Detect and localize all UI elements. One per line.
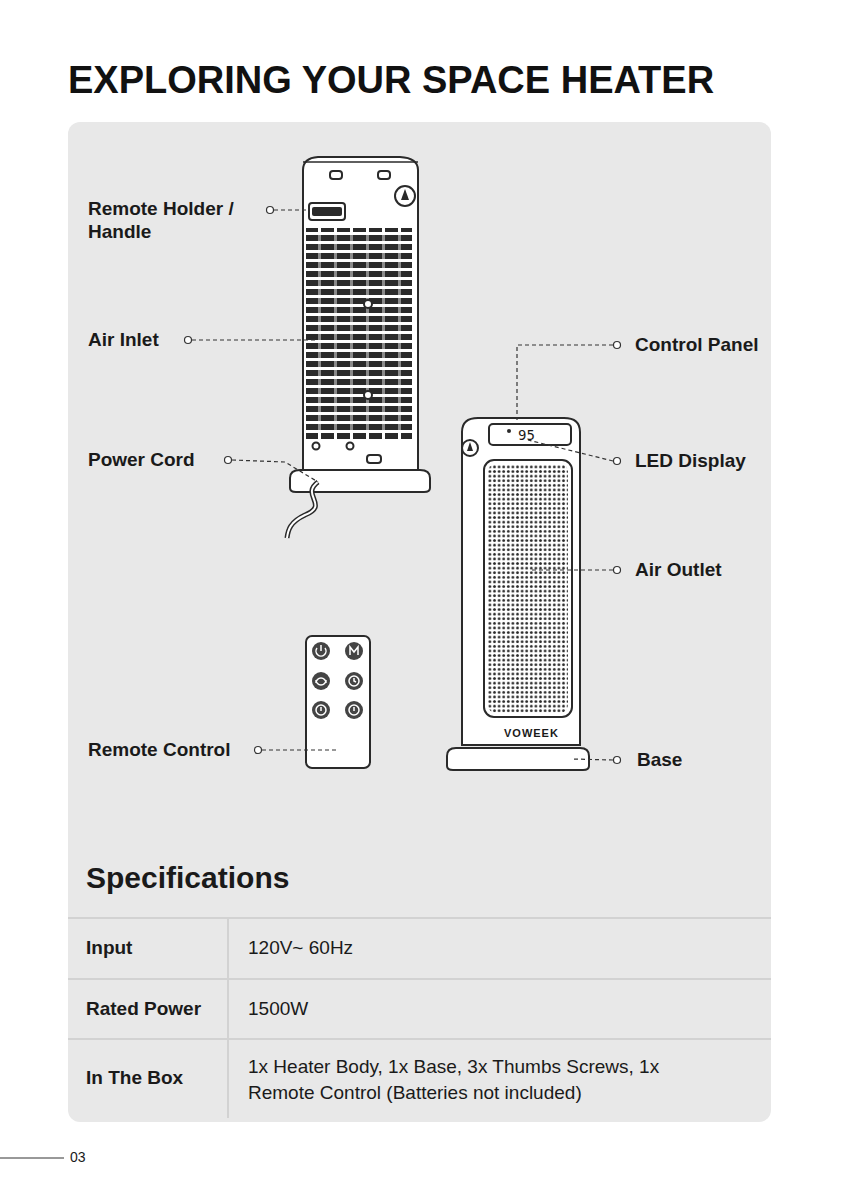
part-name: Power Cord: [88, 449, 195, 472]
page-rule: [0, 1158, 64, 1159]
part-name: Remote Control: [88, 739, 231, 762]
remote-control-drawing: [306, 636, 370, 768]
part-name: Control Panel: [635, 334, 759, 357]
table-cell: Rated Power: [86, 998, 201, 1021]
panel-ground: [68, 122, 771, 1122]
part-name: LED Display: [635, 450, 746, 473]
table-cell: Input: [86, 937, 132, 960]
table-cell: In The Box: [86, 1067, 183, 1090]
spec-table-lines: [68, 918, 771, 1118]
display-reading: 95: [518, 427, 535, 444]
heater-front-view: [447, 418, 589, 770]
page-number: 03: [70, 1149, 86, 1166]
table-cell: 1x Heater Body, 1x Base, 3x Thumbs Screw…: [248, 1054, 718, 1105]
leader-dots: [185, 207, 621, 764]
table-cell: 1500W: [248, 998, 308, 1021]
part-name: Base: [637, 749, 682, 772]
part-name: Air Outlet: [635, 559, 722, 582]
brand-logo: VOWEEK: [504, 727, 559, 740]
table-cell: 120V~ 60Hz: [248, 937, 353, 960]
section-heading: Specifications: [86, 860, 289, 896]
page-title: EXPLORING YOUR SPACE HEATER: [68, 58, 714, 104]
part-name: Remote Holder / Handle: [88, 198, 268, 244]
leader-lines: [192, 210, 613, 760]
heater-back-view: [287, 157, 430, 538]
part-name: Air Inlet: [88, 329, 159, 352]
